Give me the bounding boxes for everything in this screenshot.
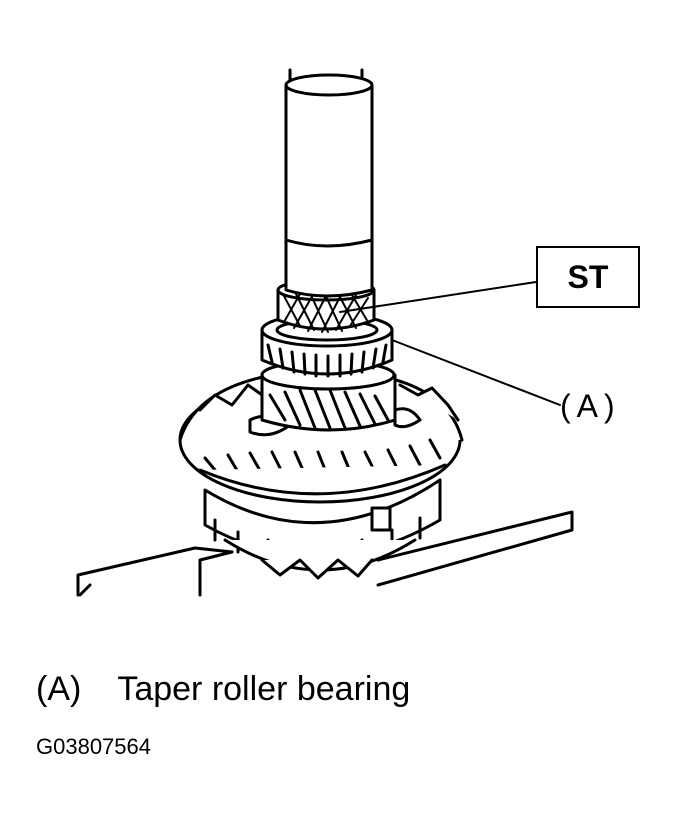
differential-case	[203, 478, 442, 580]
leader-lines	[339, 281, 561, 406]
callout-a: (A)	[560, 388, 621, 424]
legend-description: Taper roller bearing	[117, 670, 411, 708]
support-block	[76, 510, 574, 597]
callout-st: ST	[536, 246, 640, 308]
special-tool-shaft	[284, 68, 374, 298]
figure-code: G03807564	[36, 734, 151, 759]
legend: (A) Taper roller bearing	[36, 670, 410, 709]
legend-key: (A)	[36, 670, 82, 708]
